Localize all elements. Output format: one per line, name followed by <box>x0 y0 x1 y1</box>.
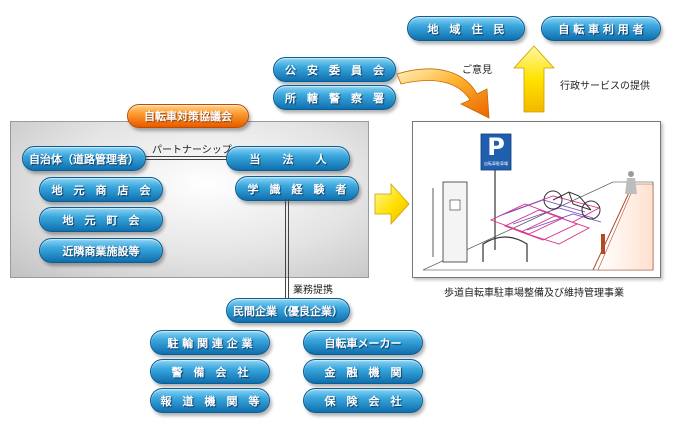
partnership-label: パートナーシップ <box>152 145 232 156</box>
experts-pill: 学 識 経 験 者 <box>235 176 359 201</box>
bicycle-manufacturer-pill: 自転車メーカー <box>303 330 423 355</box>
local-shopping-association-pill: 地 元 商 店 会 <box>39 177 163 202</box>
parking-companies-pill: 駐 輪 関 連 企 業 <box>150 330 270 355</box>
opinion-label: ご意見 <box>462 65 492 76</box>
local-residents-pill: 地 域 住 民 <box>407 16 525 41</box>
nearby-commercial-facilities-pill: 近隣商業施設等 <box>39 238 163 263</box>
project-right-arrow <box>374 182 410 226</box>
parking-sign-sublabel: 自転車駐車場 <box>484 161 508 166</box>
service-up-arrow <box>513 45 555 113</box>
security-company-pill: 警 備 会 社 <box>150 359 270 384</box>
partnership-connector <box>145 156 237 160</box>
service-label: 行政サービスの提供 <box>560 81 650 92</box>
bicycle-users-pill: 自 転 車 利 用 者 <box>541 16 661 41</box>
police-station-pill: 所 轄 警 察 署 <box>273 85 396 110</box>
project-caption: 歩道自転車駐車場整備及び維持管理事業 <box>444 288 624 299</box>
private-sector-pill: 民間企業（優良企業） <box>226 298 350 323</box>
parking-sign-letter: P <box>487 133 505 161</box>
local-town-association-pill: 地 元 町 会 <box>39 207 163 232</box>
corporation-pill: 当 法 人 <box>226 146 350 171</box>
financial-institution-pill: 金 融 機 関 <box>303 359 423 384</box>
business-tieup-label: 業務提携 <box>293 285 333 296</box>
municipality-pill: 自治体（道路管理者） <box>22 146 146 171</box>
business-tieup-connector <box>285 199 289 299</box>
insurance-company-pill: 保 険 会 社 <box>303 388 423 413</box>
public-safety-commission-pill: 公 安 委 員 会 <box>273 57 396 82</box>
information-organizations-pill: 報 道 機 関 等 <box>150 388 270 413</box>
parking-illustration: P 自転車駐車場 <box>412 121 661 278</box>
parking-scene-graphic <box>422 133 654 271</box>
opinion-curved-arrow <box>396 68 490 119</box>
council-title-pill: 自転車対策協議会 <box>127 104 249 128</box>
